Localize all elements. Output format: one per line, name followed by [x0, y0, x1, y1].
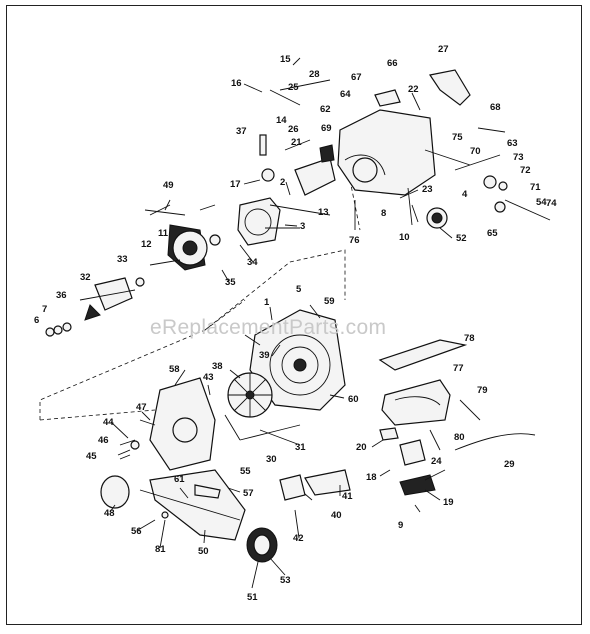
part-label: 70	[470, 146, 481, 157]
part-label: 63	[507, 138, 518, 149]
leader-lines	[109, 57, 453, 589]
part-label: 38	[212, 361, 223, 372]
part-label: 11	[158, 228, 169, 239]
part-label: 81	[155, 544, 166, 555]
part-label: 47	[136, 402, 147, 413]
part-label: 60	[348, 394, 359, 405]
part-label: 41	[342, 491, 353, 502]
part-label: 20	[356, 442, 367, 453]
motor-components-group	[45, 79, 336, 337]
part-label: 14	[276, 115, 287, 126]
base-nozzle-group	[100, 439, 351, 563]
motor-housing-group	[337, 69, 551, 230]
part-label: 53	[280, 575, 291, 586]
part-label: 71	[530, 182, 541, 193]
part-label: 76	[349, 235, 360, 246]
part-label: 33	[117, 254, 128, 265]
part-label: 46	[98, 435, 109, 446]
part-number-labels: 1 2 3 4 5 6 7 8 9 10 11 12 13 14 15 16 1…	[34, 44, 557, 603]
part-label: 2	[280, 177, 285, 188]
part-label: 73	[513, 152, 524, 163]
part-label: 25	[288, 82, 299, 93]
part-label: 68	[490, 102, 501, 113]
part-label: 75	[452, 132, 463, 143]
part-label: 45	[86, 451, 97, 462]
part-label: 49	[163, 180, 174, 191]
part-label: 28	[309, 69, 320, 80]
part-label: 43	[203, 372, 214, 383]
assembly-guide-lines	[39, 179, 361, 421]
part-label: 8	[381, 208, 386, 219]
part-label: 31	[295, 442, 306, 453]
part-label: 4	[462, 189, 468, 200]
part-label: 59	[324, 296, 335, 307]
part-label: 3	[300, 221, 305, 232]
part-label: 26	[288, 124, 299, 135]
part-label: 1	[264, 297, 270, 308]
part-label: 18	[366, 472, 377, 483]
part-label: 22	[408, 84, 419, 95]
part-label: 78	[464, 333, 475, 344]
part-label: 6	[34, 315, 39, 326]
part-label: 23	[422, 184, 433, 195]
part-label: 16	[231, 78, 242, 89]
part-label: 64	[340, 89, 351, 100]
part-label: 21	[291, 137, 302, 148]
fan-impeller	[227, 372, 273, 418]
part-label: 39	[259, 350, 270, 361]
part-label: 62	[320, 104, 331, 115]
part-label: 17	[230, 179, 241, 190]
part-label: 72	[520, 165, 531, 176]
part-label: 55	[240, 466, 251, 477]
part-label: 65	[487, 228, 498, 239]
part-label: 7	[42, 304, 47, 315]
part-label: 36	[56, 290, 67, 301]
part-label: 54	[536, 197, 547, 208]
part-label: 66	[387, 58, 398, 69]
part-label: 19	[443, 497, 454, 508]
part-label: 48	[104, 508, 115, 519]
part-label: 58	[169, 364, 180, 375]
part-label: 10	[399, 232, 410, 243]
part-label: 80	[454, 432, 465, 443]
part-label: 50	[198, 546, 209, 557]
part-label: 30	[266, 454, 277, 465]
part-label: 29	[504, 459, 515, 470]
part-label: 57	[243, 488, 254, 499]
part-label: 61	[174, 474, 185, 485]
fan-housing-group	[139, 309, 346, 471]
part-label: 12	[141, 239, 152, 250]
part-label: 42	[293, 533, 304, 544]
part-label: 37	[236, 126, 247, 137]
part-label: 77	[453, 363, 464, 374]
part-label: 44	[103, 417, 114, 428]
part-label: 32	[80, 272, 91, 283]
part-label: 40	[331, 510, 342, 521]
handle-cord-group	[378, 339, 536, 513]
part-label: 13	[318, 207, 329, 218]
part-label: 34	[247, 257, 258, 268]
part-label: 27	[438, 44, 449, 55]
watermark: eReplacementParts.com	[150, 316, 386, 339]
part-label: 69	[321, 123, 332, 134]
part-label: 24	[431, 456, 442, 467]
part-label: 5	[296, 284, 302, 295]
part-label: 9	[398, 520, 403, 531]
part-label: 51	[247, 592, 258, 603]
part-label: 52	[456, 233, 467, 244]
part-label: 15	[280, 54, 291, 65]
part-label: 74	[546, 198, 557, 209]
part-label: 56	[131, 526, 142, 537]
part-label: 35	[225, 277, 236, 288]
part-label: 79	[477, 385, 488, 396]
part-label: 67	[351, 72, 362, 83]
